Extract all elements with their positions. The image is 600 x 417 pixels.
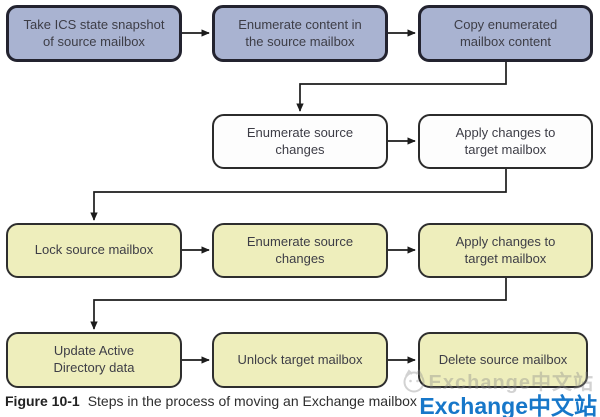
node-label: Copy enumerated mailbox content: [453, 16, 558, 49]
node-label: Lock source mailbox: [34, 242, 154, 258]
flow-node-enumerate-source-changes-initial: Enumerate source changes: [212, 114, 388, 169]
figure-caption-label: Figure 10-1: [5, 393, 80, 409]
connector-apply-to-lock: [90, 169, 507, 221]
flow-node-apply-changes-initial: Apply changes to target mailbox: [418, 114, 593, 169]
flow-node-enumerate-content: Enumerate content in the source mailbox: [212, 5, 388, 62]
node-label: Enumerate content in the source mailbox: [238, 16, 362, 49]
flow-node-delete-source-mailbox: Delete source mailbox: [418, 332, 588, 388]
flow-node-enumerate-source-changes-final: Enumerate source changes: [212, 223, 388, 278]
brand-watermark-text: Exchange中文站: [419, 393, 597, 417]
flow-node-update-active-directory: Update Active Directory data: [6, 332, 182, 388]
flow-node-take-ics-snapshot: Take ICS state snapshot of source mailbo…: [6, 5, 182, 62]
node-label: Apply changes to target mailbox: [455, 233, 556, 266]
node-label: Enumerate source changes: [246, 124, 354, 157]
flow-node-unlock-target-mailbox: Unlock target mailbox: [212, 332, 388, 388]
node-label: Take ICS state snapshot of source mailbo…: [23, 16, 165, 49]
flow-node-copy-enumerated-content: Copy enumerated mailbox content: [418, 5, 593, 62]
figure-caption-text: Steps in the process of moving an Exchan…: [87, 393, 417, 409]
cat-face-logo-icon: [403, 368, 425, 392]
node-label: Delete source mailbox: [438, 351, 568, 367]
node-label: Update Active Directory data: [53, 343, 135, 375]
watermark-overlay: Exchange中文站: [401, 366, 594, 395]
connector-apply-to-update-ad: [90, 278, 507, 330]
connector-copy-to-enumerate-changes: [296, 62, 507, 112]
flow-node-lock-source-mailbox: Lock source mailbox: [6, 223, 182, 278]
node-label: Unlock target mailbox: [237, 351, 363, 367]
figure-caption: Figure 10-1 Steps in the process of movin…: [5, 393, 417, 409]
node-label: Apply changes to target mailbox: [455, 124, 556, 157]
node-label: Enumerate source changes: [246, 233, 354, 266]
flow-node-apply-changes-final: Apply changes to target mailbox: [418, 223, 593, 278]
watermark-overlay-text: Exchange中文站: [428, 372, 594, 394]
